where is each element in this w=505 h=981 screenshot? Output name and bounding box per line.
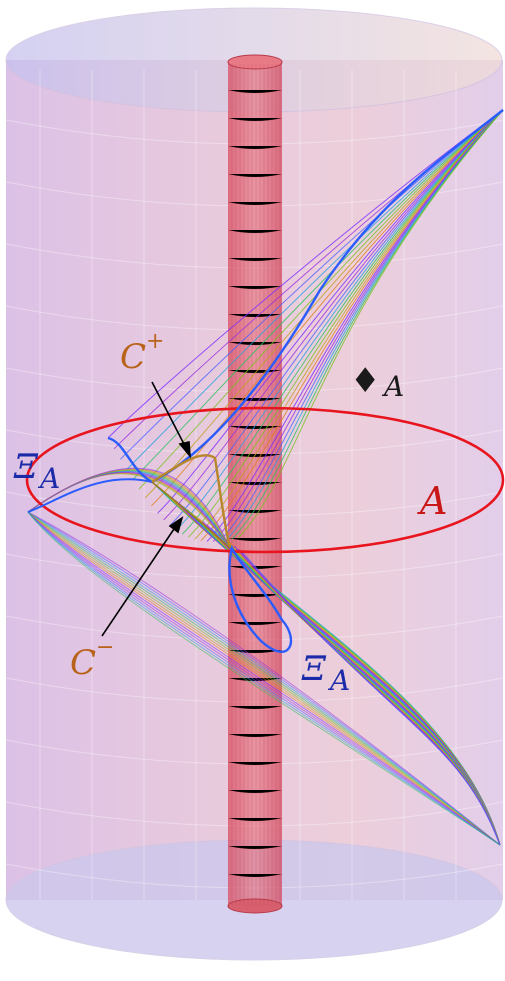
geodesic-line [27,511,501,846]
annotation-arrows [101,381,191,637]
geodesic-line [212,109,504,542]
c-minus-superscript: − [96,635,114,660]
tube-ring [227,509,283,514]
geodesic-line [157,109,504,514]
tube-ring [227,761,283,766]
tube-ring [227,117,283,122]
inner-tube [227,54,283,914]
geodesic-line [27,467,231,549]
geodesic-line [138,109,504,490]
geodesic-line [126,109,504,470]
tube-ring [227,341,283,346]
geodesic-line [175,109,504,531]
geodesic-line [231,109,504,540]
geodesic-line [241,551,501,846]
tube-ring [227,789,283,794]
geodesic-line [163,109,504,521]
tube-ring [227,257,283,262]
geodesic-line [206,109,504,542]
tube-ring [227,145,283,150]
diamond-subscript: A [381,370,404,403]
geodesic-line [27,511,501,846]
geodesic-line [27,511,501,846]
tube-ring [227,845,283,850]
tube-ring [227,733,283,738]
geodesic-line [181,109,504,535]
xi-curve-left [27,478,153,513]
label-c-minus: C − [70,635,114,683]
geodesic-line [107,109,504,439]
geodesic-line [225,109,504,541]
diamond-icon: ♦ [350,361,380,401]
c-plus-superscript: + [146,329,164,354]
c-plus-letter: C [120,337,146,377]
tube-ring [227,201,283,206]
geodesic-line [27,511,501,846]
geodesic-fan-left [27,467,501,846]
geodesic-line [169,109,504,526]
tube-ring [227,873,283,878]
tube-ring [227,817,283,822]
geodesic-line [27,511,501,846]
geodesic-line [200,109,504,542]
xi-right-subscript: A [327,664,350,697]
geodesic-line [27,511,501,846]
xi-left-letter: Ξ [13,447,39,487]
geodesic-line [219,109,504,542]
tube-ring [227,705,283,710]
geodesic-line [27,511,501,846]
c-minus-letter: C [70,643,96,683]
xi-right-letter: Ξ [301,649,327,689]
geodesic-line [27,511,501,846]
region-boundary-curve [25,406,505,554]
label-xi-left: Ξ A [13,447,60,495]
tube-ring [227,285,283,290]
xi-curve-lower [228,544,293,653]
label-xi-right: Ξ A [301,649,350,697]
label-causal-diamond: ♦ A [350,361,404,403]
tube-ring [227,173,283,178]
geodesic-line [120,109,504,460]
xi-left-subscript: A [37,462,60,495]
geodesic-line [27,511,501,846]
geodesic-line [27,511,501,846]
geodesic-line [132,109,504,480]
xi-curve-upper [107,109,504,484]
geodesic-line [237,109,504,539]
geodesic-line [27,511,501,846]
geodesic-line [150,109,504,507]
label-region-a: A [417,479,447,523]
c-minus-curve [151,481,231,549]
label-c-plus: C + [120,329,164,377]
geodesic-line [27,511,501,846]
tube-ring [227,229,283,234]
tube-ring [227,89,283,94]
tube-ring [227,621,283,626]
geodesic-line [144,109,504,499]
c-plus-curve [151,454,232,549]
geodesic-line [188,109,504,538]
